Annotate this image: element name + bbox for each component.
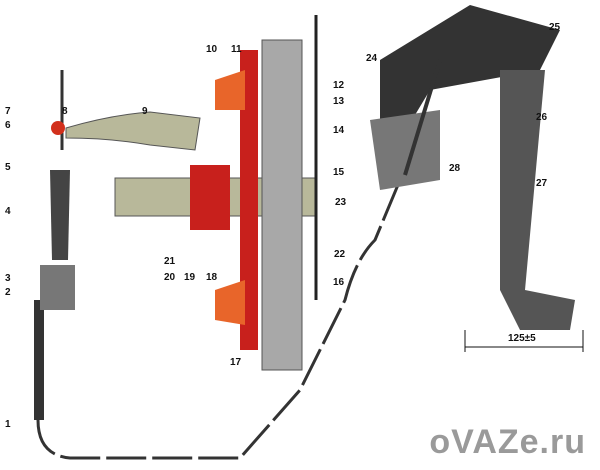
callout-5: 5 xyxy=(5,162,11,173)
pushrod xyxy=(403,59,442,176)
callout-7: 7 xyxy=(5,106,11,117)
release-bearing xyxy=(190,165,230,230)
flywheel xyxy=(261,39,303,371)
callout-16: 16 xyxy=(333,277,345,288)
callout-13: 13 xyxy=(333,96,345,107)
callout-25: 25 xyxy=(549,22,561,33)
clutch-cable xyxy=(36,179,402,460)
cable-sheath xyxy=(34,300,44,420)
driven-disc xyxy=(240,50,258,350)
callout-8: 8 xyxy=(62,106,68,117)
boot xyxy=(50,170,70,260)
callout-6: 6 xyxy=(5,120,11,131)
clutch-pedal xyxy=(500,70,575,330)
watermark: oVAZe.ru xyxy=(429,423,586,461)
callout-26: 26 xyxy=(536,112,548,123)
callout-21: 21 xyxy=(164,256,176,267)
callout-2: 2 xyxy=(5,287,11,298)
adjust-nut xyxy=(51,121,65,135)
fork-lever xyxy=(65,111,201,151)
pressure-plate-bottom xyxy=(215,280,245,325)
bracket xyxy=(40,265,75,310)
callout-18: 18 xyxy=(206,272,218,283)
callout-14: 14 xyxy=(333,125,345,136)
callout-17: 17 xyxy=(230,357,242,368)
callout-1: 1 xyxy=(5,419,11,430)
callout-20: 20 xyxy=(164,272,176,283)
callout-15: 15 xyxy=(333,167,345,178)
pedal-travel-dimension: 125±5 xyxy=(508,333,536,344)
callout-24: 24 xyxy=(366,53,378,64)
callout-4: 4 xyxy=(5,206,11,217)
pedal-support xyxy=(370,110,440,190)
callout-28: 28 xyxy=(449,163,461,174)
callout-19: 19 xyxy=(184,272,196,283)
callout-9: 9 xyxy=(142,106,148,117)
callout-27: 27 xyxy=(536,178,548,189)
callout-12: 12 xyxy=(333,80,345,91)
pedal-bracket xyxy=(380,5,560,140)
callout-23: 23 xyxy=(335,197,347,208)
callout-3: 3 xyxy=(5,273,11,284)
callout-10: 10 xyxy=(206,44,218,55)
pressure-plate-top xyxy=(215,70,245,110)
callout-11: 11 xyxy=(231,44,242,55)
callout-22: 22 xyxy=(334,249,346,260)
